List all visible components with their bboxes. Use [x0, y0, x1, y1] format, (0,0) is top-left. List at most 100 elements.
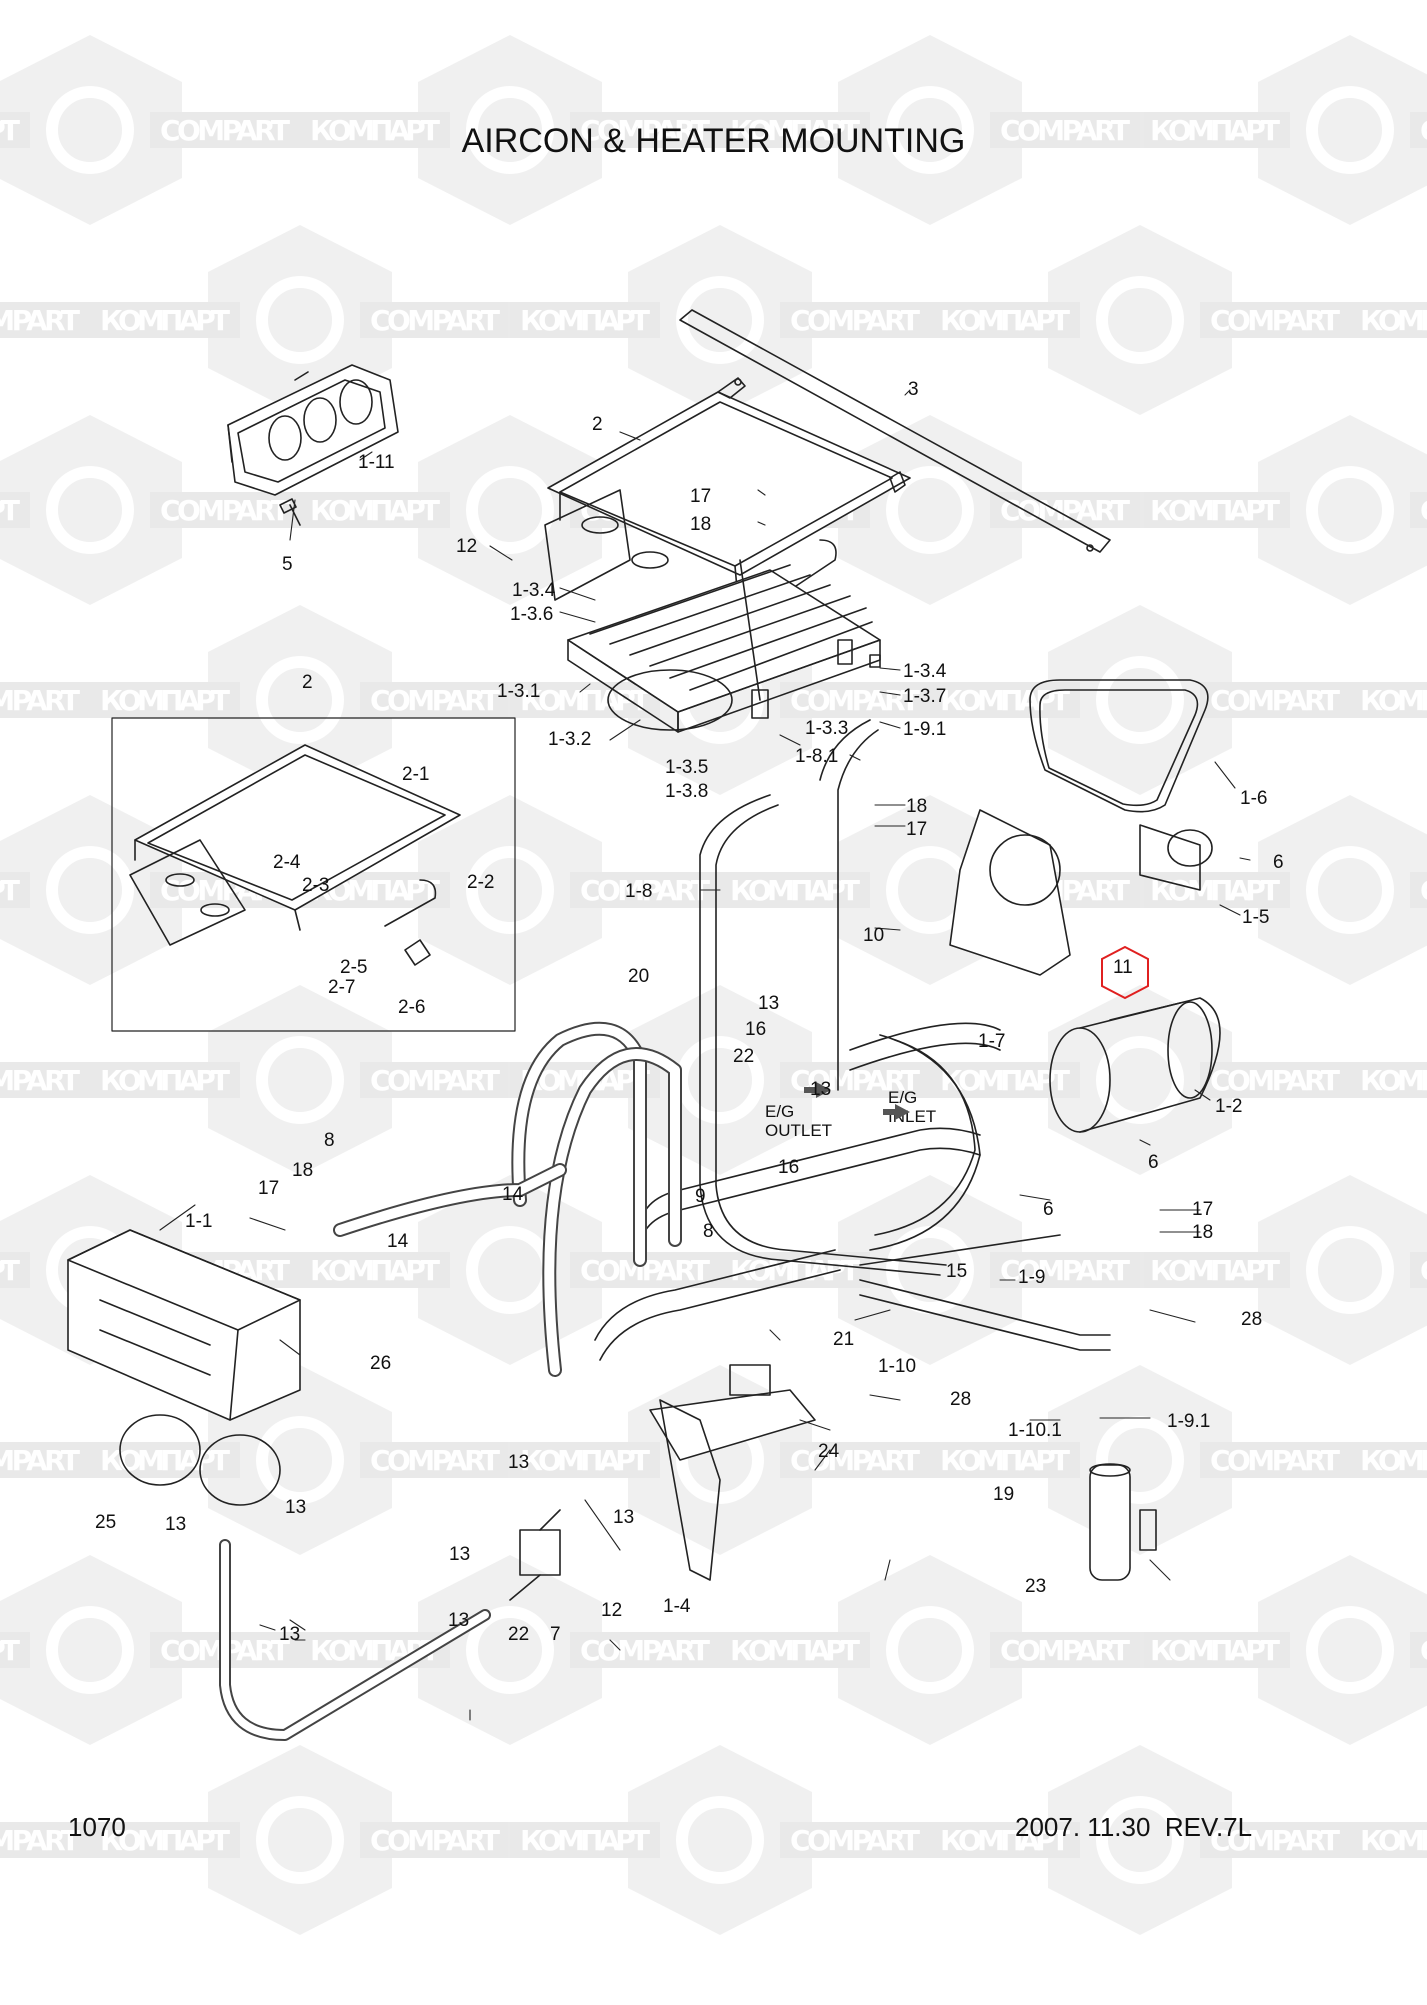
svg-text:КОМПАРТ: КОМПАРТ: [0, 1254, 20, 1287]
callout-label: 1-8: [625, 881, 652, 902]
heater-hose-illustration: [219, 1539, 491, 1741]
svg-text:КОМПАРТ: КОМПАРТ: [1150, 1254, 1280, 1287]
callout-label: 2-1: [402, 764, 429, 785]
svg-text:КОМПАРТ: КОМПАРТ: [730, 1634, 860, 1667]
callout-label: 1-9.1: [1167, 1411, 1210, 1432]
revision-date: 2007. 11.30 REV.7L: [1015, 1812, 1253, 1842]
callout-label: 6: [1148, 1152, 1159, 1173]
coiled-hose-illustration: [333, 1021, 682, 1377]
callout-label: 13: [449, 1544, 470, 1565]
callout-label: 13: [810, 1079, 831, 1100]
page-title: AIRCON & HEATER MOUNTING: [461, 122, 966, 160]
svg-text:КОМПАРТ: КОМПАРТ: [1360, 1824, 1427, 1857]
callout-label: 1-5: [1242, 907, 1269, 928]
callout-label: 1-6: [1240, 788, 1267, 809]
svg-text:КОМПАРТ: КОМПАРТ: [310, 1254, 440, 1287]
valve-22-illustration: [509, 1509, 561, 1601]
svg-text:COMPART: COMPART: [790, 304, 920, 337]
watermark-logo: КОМПАРТ COMPART: [510, 1365, 930, 1555]
svg-text:КОМПАРТ: КОМПАРТ: [310, 114, 440, 147]
callout-label: 1-3.6: [510, 604, 553, 625]
svg-text:COMPART: COMPART: [790, 1824, 920, 1857]
svg-text:COMPART: COMPART: [370, 1444, 500, 1477]
svg-text:КОМПАРТ: КОМПАРТ: [730, 114, 860, 147]
callout-layer: 1-11 5 2 3 17 18 12 1-3.4 1-3.6 1-3.1 1-…: [95, 379, 1284, 1645]
svg-text:КОМПАРТ: КОМПАРТ: [0, 1634, 20, 1667]
highlight-hexagon: [1101, 945, 1149, 1000]
svg-text:КОМПАРТ: КОМПАРТ: [100, 1064, 230, 1097]
svg-text:COMPART: COMPART: [160, 114, 290, 147]
svg-text:КОМПАРТ: КОМПАРТ: [520, 1444, 650, 1477]
svg-text:COMPART: COMPART: [1000, 114, 1130, 147]
callout-label: 1-3.2: [548, 729, 591, 750]
svg-text:КОМПАРТ: КОМПАРТ: [1150, 1634, 1280, 1667]
callout-label: 28: [950, 1389, 971, 1410]
callout-label: 17: [690, 486, 711, 507]
callout-label: 1-3.4: [512, 580, 556, 601]
callout-label: 18: [906, 796, 927, 817]
callout-label: 2: [592, 414, 603, 435]
callout-label: 12: [601, 1600, 622, 1621]
receiver-drier-illustration: [1089, 1463, 1157, 1581]
callout-label: 13: [279, 1624, 300, 1645]
callout-label: 17: [1192, 1199, 1213, 1220]
svg-text:COMPART: COMPART: [0, 304, 80, 337]
watermark-logo: КОМПАРТ COMPART: [720, 35, 1140, 225]
callout-label: 1-9: [1018, 1267, 1045, 1288]
svg-text:КОМПАРТ: КОМПАРТ: [1360, 304, 1427, 337]
callout-label: 2-2: [467, 872, 494, 893]
callout-label: 1-3.1: [497, 681, 540, 702]
callout-label: 1-3.7: [903, 686, 946, 707]
svg-text:COMPART: COMPART: [1210, 684, 1340, 717]
svg-text:COMPART: COMPART: [1420, 494, 1427, 527]
callout-label: 13: [165, 1514, 186, 1535]
callout-label: 18: [292, 1160, 313, 1181]
callout-label: 6: [1043, 1199, 1054, 1220]
callout-label: 8: [703, 1221, 714, 1242]
callout-label: 13: [508, 1452, 529, 1473]
callout-label: 11: [1113, 957, 1133, 978]
svg-text:COMPART: COMPART: [790, 684, 920, 717]
flow-note-outlet-line2: OUTLET: [765, 1121, 832, 1140]
callout-label: 14: [387, 1231, 409, 1252]
callout-label: 2: [302, 672, 313, 693]
callout-label: 5: [282, 554, 293, 575]
frame-illustration: [544, 377, 911, 601]
callout-label: 6: [1273, 852, 1284, 873]
callout-label: 2-4: [273, 852, 301, 873]
callout-label: 10: [863, 925, 884, 946]
callout-label: 1-7: [978, 1031, 1005, 1052]
tensioner-illustration: [1139, 824, 1213, 891]
bracket-24-illustration: [649, 1364, 816, 1581]
callout-label: 22: [508, 1624, 529, 1645]
svg-text:COMPART: COMPART: [790, 1444, 920, 1477]
svg-text:КОМПАРТ: КОМПАРТ: [520, 304, 650, 337]
callout-label: 9: [695, 1186, 706, 1207]
callout-label: 7: [550, 1624, 561, 1645]
svg-text:COMPART: COMPART: [1000, 1634, 1130, 1667]
callout-label: 19: [993, 1484, 1014, 1505]
callout-label: 18: [690, 514, 711, 535]
svg-text:КОМПАРТ: КОМПАРТ: [100, 1824, 230, 1857]
svg-text:КОМПАРТ: КОМПАРТ: [100, 684, 230, 717]
flow-note-outlet: E/G OUTLET: [765, 1082, 832, 1140]
svg-text:COMPART: COMPART: [160, 494, 290, 527]
